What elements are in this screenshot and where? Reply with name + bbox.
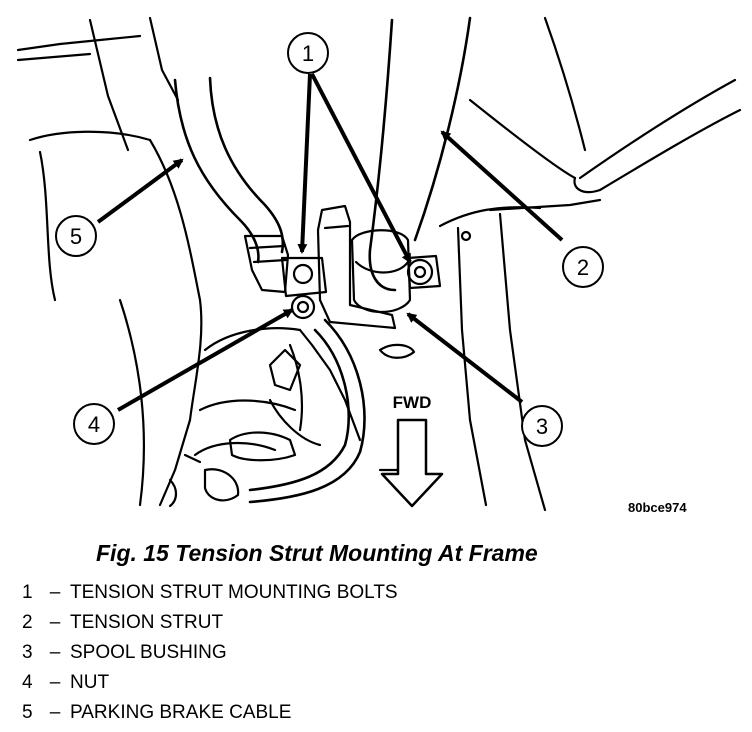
leader-arrow-3 bbox=[406, 312, 524, 404]
callout-circle-5 bbox=[55, 215, 97, 257]
down-arrow-icon bbox=[380, 418, 444, 508]
callout-markers: 1 2 3 4 5 bbox=[55, 32, 604, 447]
fwd-label: FWD bbox=[393, 393, 432, 412]
leader-arrow-4 bbox=[117, 308, 294, 412]
legend-item: 1–TENSION STRUT MOUNTING BOLTS bbox=[22, 582, 398, 603]
legend-item: 4–NUT bbox=[22, 672, 110, 693]
callout-circle-3 bbox=[521, 405, 563, 447]
line-art bbox=[16, 16, 742, 512]
callout-3: 3 bbox=[536, 414, 548, 439]
callout-2: 2 bbox=[577, 255, 589, 280]
callout-circle-1 bbox=[287, 32, 329, 74]
illustration-drawing: 1 2 3 4 5 FWD 80bce974 bbox=[16, 16, 742, 515]
leader-arrow-2 bbox=[440, 130, 564, 242]
callout-circle-2 bbox=[562, 246, 604, 288]
callout-1: 1 bbox=[302, 41, 314, 66]
forward-direction-indicator: FWD bbox=[380, 393, 444, 508]
image-code: 80bce974 bbox=[628, 500, 687, 515]
leader-arrow-1a bbox=[297, 73, 312, 254]
legend-item: 3–SPOOL BUSHING bbox=[22, 642, 227, 663]
tension-strut-illustration: 1 2 3 4 5 FWD 80bce974 bbox=[16, 16, 742, 515]
leader-arrow-5 bbox=[96, 158, 184, 224]
callout-5: 5 bbox=[70, 224, 82, 249]
callout-4: 4 bbox=[88, 412, 100, 437]
callout-circle-4 bbox=[73, 403, 115, 445]
figure-caption: Fig. 15 Tension Strut Mounting At Frame bbox=[96, 540, 538, 566]
parts-legend: 1–TENSION STRUT MOUNTING BOLTS 2–TENSION… bbox=[22, 580, 398, 730]
leader-arrows bbox=[96, 73, 564, 412]
legend-item: 5–PARKING BRAKE CABLE bbox=[22, 702, 292, 723]
legend-item: 2–TENSION STRUT bbox=[22, 612, 224, 633]
leader-arrow-1b bbox=[310, 73, 412, 264]
